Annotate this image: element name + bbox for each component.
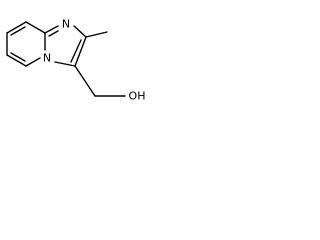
nitrogen-label-bridge: N bbox=[43, 52, 51, 65]
substituents bbox=[74, 31, 126, 97]
bond-c8a-n1-inner bbox=[48, 30, 59, 37]
bond-c6-c5 bbox=[6, 54, 27, 67]
bond-c6-c5-inner bbox=[10, 52, 26, 62]
bond-c2-c3 bbox=[74, 36, 87, 67]
chemical-structure-canvas: N N OH bbox=[0, 0, 180, 132]
bond-c8-c7 bbox=[6, 21, 27, 34]
bond-c8-c7-inner bbox=[10, 26, 26, 36]
bond-c3-n4 bbox=[54, 61, 76, 67]
molecule-drawing: N N OH bbox=[6, 18, 146, 103]
bond-c5-n4 bbox=[25, 57, 41, 67]
bond-c2-c3-inner bbox=[70, 39, 82, 63]
bond-c8a-c8 bbox=[25, 21, 46, 34]
bond-c8a-n1 bbox=[44, 25, 59, 34]
hydroxyl-label: OH bbox=[129, 90, 146, 103]
pyridine-ring bbox=[6, 21, 46, 67]
nitrogen-label-top: N bbox=[62, 18, 70, 31]
imidazole-ring bbox=[44, 25, 87, 67]
bond-c2-methyl bbox=[85, 31, 108, 38]
bond-n1-c2 bbox=[73, 25, 87, 38]
bond-c3-ch2 bbox=[74, 65, 96, 97]
